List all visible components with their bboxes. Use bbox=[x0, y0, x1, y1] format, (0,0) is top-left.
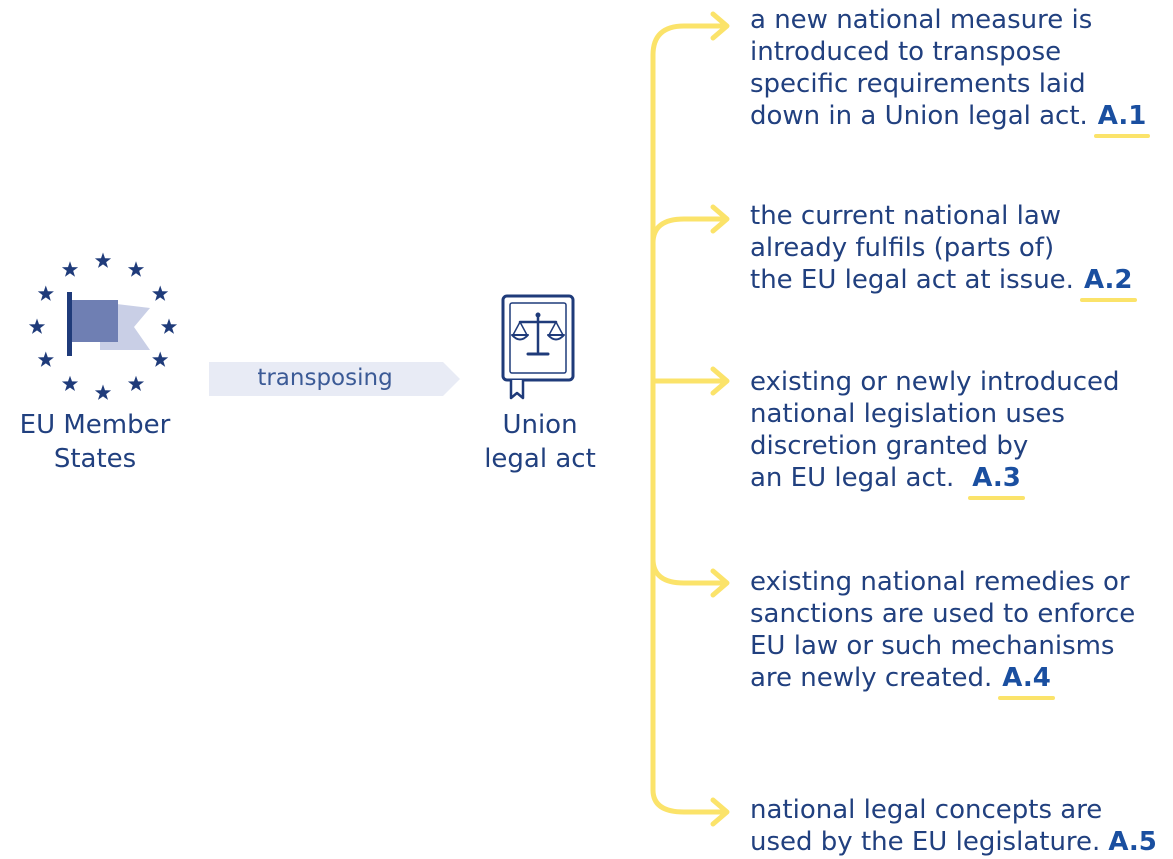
outcome-code-a5: A.5 bbox=[1108, 827, 1157, 857]
outcome-line: EU law or such mechanisms bbox=[750, 631, 1115, 661]
star-icon bbox=[160, 318, 178, 334]
outcome-line: existing or newly introduced bbox=[750, 367, 1120, 397]
eu-member-states-label-line: EU Member bbox=[19, 410, 171, 440]
outcome-a5: national legal concepts are used by the … bbox=[750, 794, 1157, 858]
outcome-line: a new national measure is bbox=[750, 5, 1093, 35]
outcome-line: specific requirements laid bbox=[750, 69, 1086, 99]
outcome-a4: existing national remedies or sanctions … bbox=[750, 566, 1136, 700]
star-icon bbox=[127, 375, 145, 391]
outcome-code-a3: A.3 bbox=[968, 463, 1025, 500]
star-icon bbox=[127, 261, 145, 277]
transposing-label: transposing bbox=[257, 365, 393, 391]
union-legal-act-label: Union legal act bbox=[440, 408, 640, 476]
star-icon bbox=[94, 252, 112, 268]
outcome-line: introduced to transpose bbox=[750, 37, 1062, 67]
outcome-line: down in a Union legal act. bbox=[750, 101, 1088, 131]
star-icon bbox=[152, 351, 169, 367]
union-legal-act-label-line: legal act bbox=[484, 444, 596, 474]
outcome-a1: a new national measure is introduced to … bbox=[750, 4, 1150, 138]
outcome-a3: existing or newly introduced national le… bbox=[750, 366, 1120, 500]
star-icon bbox=[37, 351, 54, 367]
outcome-line: sanctions are used to enforce bbox=[750, 599, 1136, 629]
outcome-line: discretion granted by bbox=[750, 431, 1029, 461]
transposing-arrow bbox=[209, 362, 460, 396]
eu-member-states-label: EU Member States bbox=[0, 408, 190, 476]
star-icon bbox=[28, 318, 46, 334]
outcome-code-a4: A.4 bbox=[998, 663, 1055, 700]
star-icon bbox=[94, 384, 112, 400]
star-icon bbox=[61, 375, 79, 391]
star-icon bbox=[61, 261, 79, 277]
outcome-line: the EU legal act at issue. bbox=[750, 265, 1074, 295]
outcome-a2: the current national law already fulfils… bbox=[750, 200, 1137, 302]
outcome-line: existing national remedies or bbox=[750, 567, 1130, 597]
outcome-line: national legislation uses bbox=[750, 399, 1065, 429]
branch-connector bbox=[650, 11, 730, 827]
outcome-line: national legal concepts are bbox=[750, 795, 1103, 825]
outcome-code-a2: A.2 bbox=[1079, 265, 1137, 302]
star-icon bbox=[152, 285, 169, 301]
eu-stars-flag-icon bbox=[28, 252, 178, 400]
outcome-line: already fulfils (parts of) bbox=[750, 233, 1055, 263]
outcome-code-a1: A.1 bbox=[1093, 101, 1150, 138]
outcome-line: used by the EU legislature. bbox=[750, 827, 1101, 857]
outcome-line: are newly created. bbox=[750, 663, 993, 693]
eu-member-states-label-line: States bbox=[53, 444, 137, 474]
outcome-line: the current national law bbox=[750, 201, 1062, 231]
scales-of-justice-book-icon bbox=[501, 294, 575, 400]
outcome-line: an EU legal act. bbox=[750, 463, 955, 493]
star-icon bbox=[37, 285, 54, 301]
union-legal-act-label-line: Union bbox=[502, 410, 578, 440]
